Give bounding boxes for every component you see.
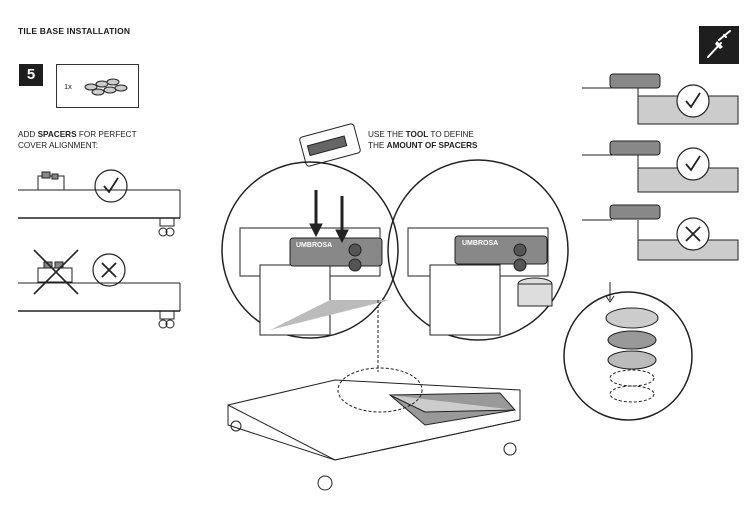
zoom-detail-left <box>221 161 399 339</box>
brand-label-left: UMBROSA <box>296 242 332 249</box>
tool-thumbnail <box>299 123 361 167</box>
correct-alignment-diagram <box>18 169 181 237</box>
tool-badge <box>699 26 739 64</box>
page-title: TILE BASE INSTALLATION <box>18 26 131 36</box>
wrong-alignment-diagram <box>18 249 181 329</box>
spacer-instruction: ADD SPACERS FOR PERFECT COVER ALIGNMENT: <box>18 129 137 151</box>
brand-label-right: UMBROSA <box>462 240 498 247</box>
tool-instruction-line2-prefix: THE <box>368 141 387 150</box>
zoom-detail-right <box>387 159 569 341</box>
spacer-kit-icon <box>84 78 128 96</box>
step-number-badge: 5 <box>19 64 43 86</box>
spacer-instruction-prefix: ADD <box>18 130 38 139</box>
tile-base-frame <box>227 300 521 491</box>
tool-instruction: USE THE TOOL TO DEFINE THE AMOUNT OF SPA… <box>368 129 477 151</box>
kit-contents-box <box>56 64 139 108</box>
tool-check-row-2 <box>582 140 739 193</box>
spacer-instruction-suffix: FOR PERFECT <box>76 130 137 139</box>
tool-instruction-bold: TOOL <box>405 130 429 139</box>
tool-check-row-1 <box>582 73 739 125</box>
tool-check-row-3 <box>582 204 739 261</box>
kit-quantity: 1x <box>64 82 72 91</box>
tool-instruction-prefix: USE THE <box>368 130 406 139</box>
spacer-instruction-line2: COVER ALIGNMENT: <box>18 141 99 150</box>
spacer-instruction-bold: SPACERS <box>37 130 77 139</box>
tool-instruction-suffix: TO DEFINE <box>428 130 474 139</box>
screwdriver-icon <box>707 30 731 58</box>
tool-instruction-line2-bold: AMOUNT OF SPACERS <box>386 141 478 150</box>
spacer-stack-detail <box>563 282 693 421</box>
